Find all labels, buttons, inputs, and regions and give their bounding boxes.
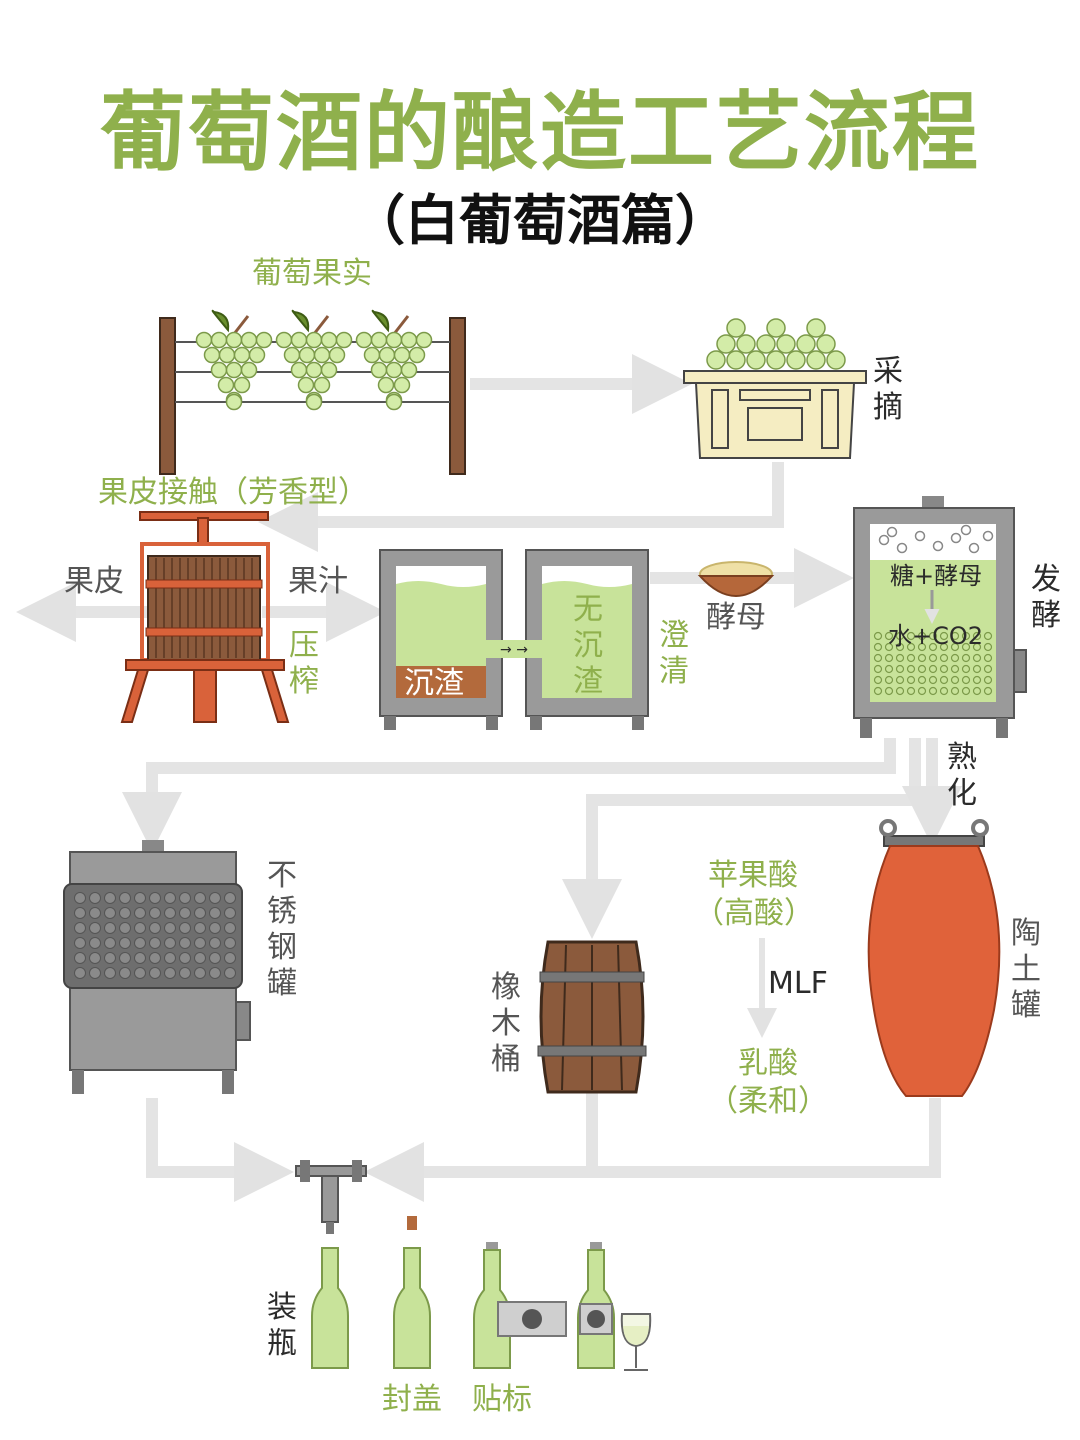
label-aging: 熟化 [947,740,977,811]
page-subtitle: （白葡萄酒篇） [351,189,729,252]
press-slats [155,558,253,658]
harvest-grape [726,350,746,370]
harvest-grape [766,318,786,338]
bottle-finished [577,1242,615,1369]
harvest-grape [786,350,806,370]
harvest-grape [776,334,796,354]
label-oak: 橡木桶 [491,970,521,1077]
label-water-co2: 水+CO2 [888,622,984,650]
label-lactic: 乳酸 [738,1046,798,1081]
harvest-grape [796,334,816,354]
harvest-grape [726,318,746,338]
label-bottling: 装瓶 [267,1290,297,1361]
harvest-grape [816,334,836,354]
bottle-cork [393,1216,431,1369]
label-malic: 苹果酸 [708,858,798,893]
bottle-fill [311,1247,349,1369]
grape-bunch [195,309,273,411]
label-sediment: 沉渣 [404,666,464,701]
harvest-grape [746,350,766,370]
oak-barrel [537,940,647,1094]
clay-amphora [867,819,1001,1097]
label-mlf: MLF [768,966,828,1001]
bottling-tap [295,1160,367,1234]
yeast-bowl [697,561,775,597]
wine-press [120,511,290,723]
arrow-stainless-to-bottling [146,1098,294,1202]
stainless-steel-tank [63,840,251,1094]
svg-text:→ →: → → [500,642,528,658]
label-no-sediment: 无沉渣 [573,592,603,699]
label-skin-contact: 果皮接触（芳香型） [98,475,368,510]
arrow-to-oak [562,738,921,939]
label-labeling: 贴标 [472,1382,532,1417]
page-title: 葡萄酒的酿造工艺流程 [100,83,980,183]
label-lactic-note: （柔和） [708,1084,828,1119]
label-juice: 果汁 [288,564,348,599]
label-skins: 果皮 [64,564,124,599]
grape-bunch [275,309,353,411]
harvest-grape [826,350,846,370]
label-clay: 陶土罐 [1011,916,1041,1023]
fermentation-tank [853,496,1027,738]
grape-trellis [159,309,466,475]
harvest-grape [806,318,826,338]
label-ferment: 发酵 [1031,562,1061,633]
grape-bunch [355,309,433,411]
label-stainless: 不锈钢罐 [267,858,297,1001]
harvest-grape [716,334,736,354]
label-harvest: 采摘 [873,354,903,425]
label-clarify: 澄清 [659,618,689,689]
label-sugar-yeast: 糖+酵母 [890,562,983,590]
flow-arrows [15,354,962,1202]
label-press: 压榨 [289,628,319,699]
settling-tanks: → → [379,549,649,730]
harvest-grape [706,350,726,370]
ferment-bubbles [873,524,994,696]
label-yeast: 酵母 [706,600,766,635]
arrow-harvest-to-press [258,462,784,552]
harvest-basket [683,318,867,459]
arrow-clay-to-bottling [592,1098,941,1178]
grape-bunches [195,309,433,411]
harvest-grape [756,334,776,354]
label-malic-note: （高酸） [694,896,814,931]
bottle-label [473,1242,567,1369]
arrow-oak-to-bottling [364,1092,598,1202]
harvest-grapes [706,318,846,370]
wine-glass [620,1313,652,1371]
harvest-grape [766,350,786,370]
bottles [311,1216,652,1371]
label-capping: 封盖 [382,1382,442,1417]
harvest-grape [736,334,756,354]
arrow-to-stainless [122,738,896,852]
harvest-grape [806,350,826,370]
stainless-steel-dots [74,892,236,979]
label-grapes: 葡萄果实 [252,256,372,291]
